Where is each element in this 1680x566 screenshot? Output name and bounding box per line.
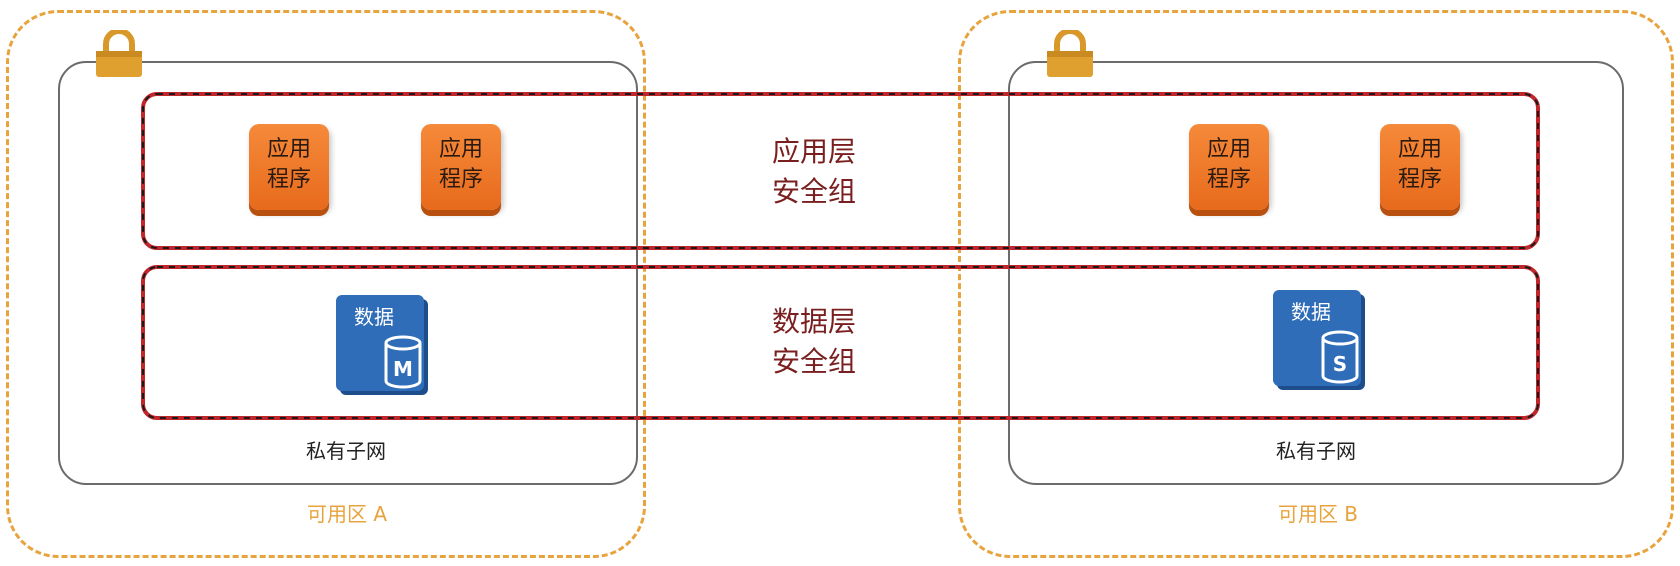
- app-icon: 应用 程序: [421, 124, 501, 210]
- app-security-group-label: 应用层 安全组: [714, 132, 914, 212]
- database-cylinder-icon: [384, 335, 422, 389]
- subnet-label-a: 私有子网: [306, 439, 386, 463]
- zone-label-b: 可用区 B: [1277, 502, 1359, 526]
- zone-label-a: 可用区 A: [306, 502, 388, 526]
- lock-icon: [1047, 30, 1093, 77]
- db-title: 数据: [354, 305, 394, 329]
- app-icon: 应用 程序: [1380, 124, 1460, 210]
- app-icon-line2: 程序: [1397, 167, 1442, 192]
- sg-label-line1: 数据层: [771, 305, 856, 338]
- data-security-group-box: [141, 265, 1540, 420]
- app-icon-line1: 应用: [438, 137, 483, 162]
- app-icon-line2: 程序: [266, 167, 311, 192]
- data-security-group-label: 数据层 安全组: [714, 302, 914, 382]
- sg-label-line1: 应用层: [771, 135, 856, 168]
- availability-zone-b: [958, 10, 1674, 558]
- db-badge: M: [393, 357, 413, 381]
- app-security-group-box: [141, 92, 1540, 250]
- sg-label-line2: 安全组: [771, 175, 856, 208]
- database-master-icon: 数据 M: [336, 295, 424, 391]
- app-icon-line1: 应用: [1206, 137, 1251, 162]
- availability-zone-a: [6, 10, 646, 558]
- db-title: 数据: [1291, 300, 1331, 324]
- lock-icon: [96, 30, 142, 77]
- subnet-label-b: 私有子网: [1276, 439, 1356, 463]
- sg-label-line2: 安全组: [771, 345, 856, 378]
- db-badge: S: [1332, 352, 1348, 376]
- app-icon-line2: 程序: [438, 167, 483, 192]
- app-icon-line1: 应用: [266, 137, 311, 162]
- app-icon-line2: 程序: [1206, 167, 1251, 192]
- app-icon: 应用 程序: [1189, 124, 1269, 210]
- private-subnet-a: [58, 61, 638, 485]
- database-cylinder-icon: [1321, 330, 1359, 384]
- app-icon-line1: 应用: [1397, 137, 1442, 162]
- app-icon: 应用 程序: [249, 124, 329, 210]
- database-slave-icon: 数据 S: [1273, 290, 1361, 386]
- private-subnet-b: [1008, 61, 1624, 485]
